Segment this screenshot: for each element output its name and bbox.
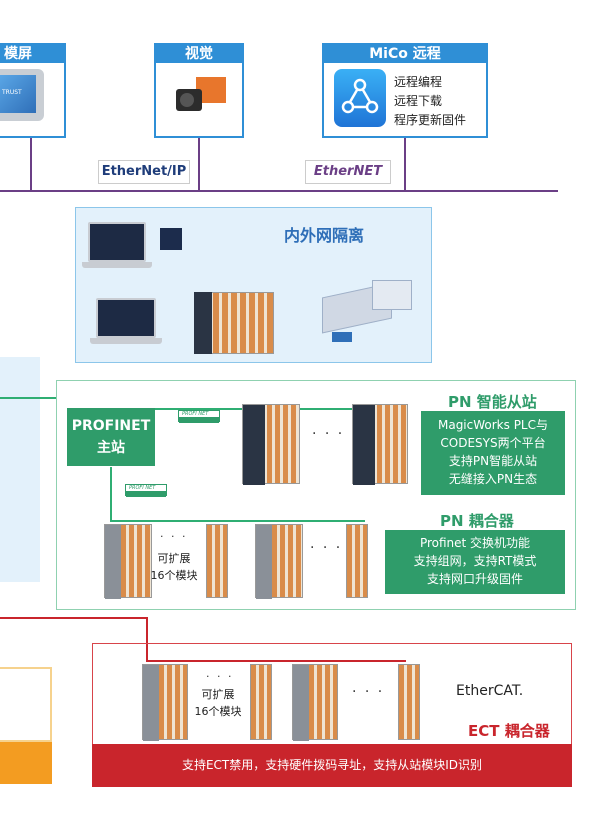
hmi-screen-icon: TRUST: [0, 69, 44, 121]
laptop-icon-top: [88, 222, 146, 262]
screen-brand: TRUST: [2, 89, 22, 96]
pn-coupler-dots-1: · · ·: [160, 530, 188, 543]
pn-smart-slave-box: MagicWorks PLC与 CODESYS两个平台 支持PN智能从站 无缝接…: [421, 411, 565, 495]
pn-coupler-1-end: [206, 524, 228, 598]
profinet-logo-bottom: PROFI NET: [125, 484, 167, 497]
factory-icon: [312, 270, 422, 352]
pn-section-border: [56, 380, 576, 610]
smart-slave-line-2: CODESYS两个平台: [440, 436, 546, 450]
screen-box-title: 模屏: [0, 45, 64, 63]
coupler-line-3: 支持网口升级固件: [426, 572, 523, 586]
profinet-master-box: PROFINET 主站: [67, 408, 155, 466]
ect-expand-text: 可扩展 16个模块: [194, 688, 242, 718]
pn-coupler-1: [104, 524, 152, 599]
ect-coupler-2-end: [398, 664, 420, 740]
pn-smart-slave-2: [352, 404, 408, 485]
ect-link-left: [0, 617, 148, 619]
isolation-panel: 内外网隔离: [75, 207, 432, 363]
pn-coupler-box: Profinet 交换机功能 支持组网，支持RT模式 支持网口升级固件: [385, 530, 565, 594]
smart-slave-line-1: MagicWorks PLC与: [437, 418, 548, 432]
network-line-mico: [404, 138, 406, 191]
laptop-icon-bottom: [96, 298, 156, 338]
network-line-vision: [198, 138, 200, 191]
mico-box: MiCo 远程 远程编程 远程下载 程序更新固件: [322, 43, 488, 138]
server-cube-icon: [160, 228, 182, 250]
pn-slave-dots: · · ·: [312, 426, 345, 442]
ethernet-logo: EtherNET: [305, 160, 391, 184]
smart-slave-line-3: 支持PN智能从站: [448, 454, 538, 468]
ect-coupler-1-end: [250, 664, 272, 740]
mico-line-1: 远程编程: [394, 75, 443, 89]
coupler-line-2: 支持组网，支持RT模式: [413, 554, 537, 568]
coupler-line-1: Profinet 交换机功能: [419, 536, 531, 550]
left-light-blue-panel: [0, 357, 40, 582]
pn-smart-slave-1: [242, 404, 300, 485]
pn-coupler-2-end: [346, 524, 368, 598]
ect-banner: 支持ECT禁用，支持硬件拨码寻址，支持从站模块ID识别: [92, 744, 572, 787]
pn-link-left: [0, 397, 56, 399]
ect-coupler-2: [292, 664, 338, 741]
pn-coupler-dots-2: · · ·: [310, 540, 343, 556]
pn-expand-text: 可扩展 16个模块: [150, 552, 198, 582]
mico-line-2: 远程下载: [394, 94, 443, 108]
network-bus: [0, 190, 558, 192]
ect-dots-2: · · ·: [352, 684, 385, 700]
left-orange-panel: [0, 742, 52, 784]
vision-box-title: 视觉: [156, 45, 242, 63]
pn-smart-slave-title: PN 智能从站: [448, 393, 537, 411]
mico-line-3: 程序更新固件: [394, 113, 467, 127]
ethercat-logo: EtherCAT.: [456, 683, 524, 699]
pn-coupler-title: PN 耦合器: [440, 512, 514, 530]
camera-icon: [170, 73, 230, 123]
network-line-screen: [30, 138, 32, 191]
profinet-logo-top: PROFI NET: [178, 410, 220, 423]
ect-dots-1: · · ·: [206, 670, 234, 683]
pn-coupler-2: [255, 524, 303, 599]
mico-box-title: MiCo 远程: [324, 45, 486, 63]
ect-coupler-1: [142, 664, 188, 741]
ect-title: ECT 耦合器: [468, 722, 550, 740]
left-yellow-panel: [0, 667, 52, 742]
pn-link-master-couplers: [110, 467, 112, 522]
ect-link-modules: [146, 660, 406, 662]
screen-box: 模屏 TRUST: [0, 43, 66, 138]
pn-link-couplers: [110, 520, 365, 522]
smart-slave-line-4: 无缝接入PN生态: [448, 472, 538, 486]
isolation-title: 内外网隔离: [284, 226, 365, 245]
vision-box: 视觉: [154, 43, 244, 138]
mico-app-icon: [334, 69, 386, 127]
ect-link-down: [146, 617, 148, 662]
ethernet-ip-logo: EtherNet/IP: [98, 160, 190, 184]
